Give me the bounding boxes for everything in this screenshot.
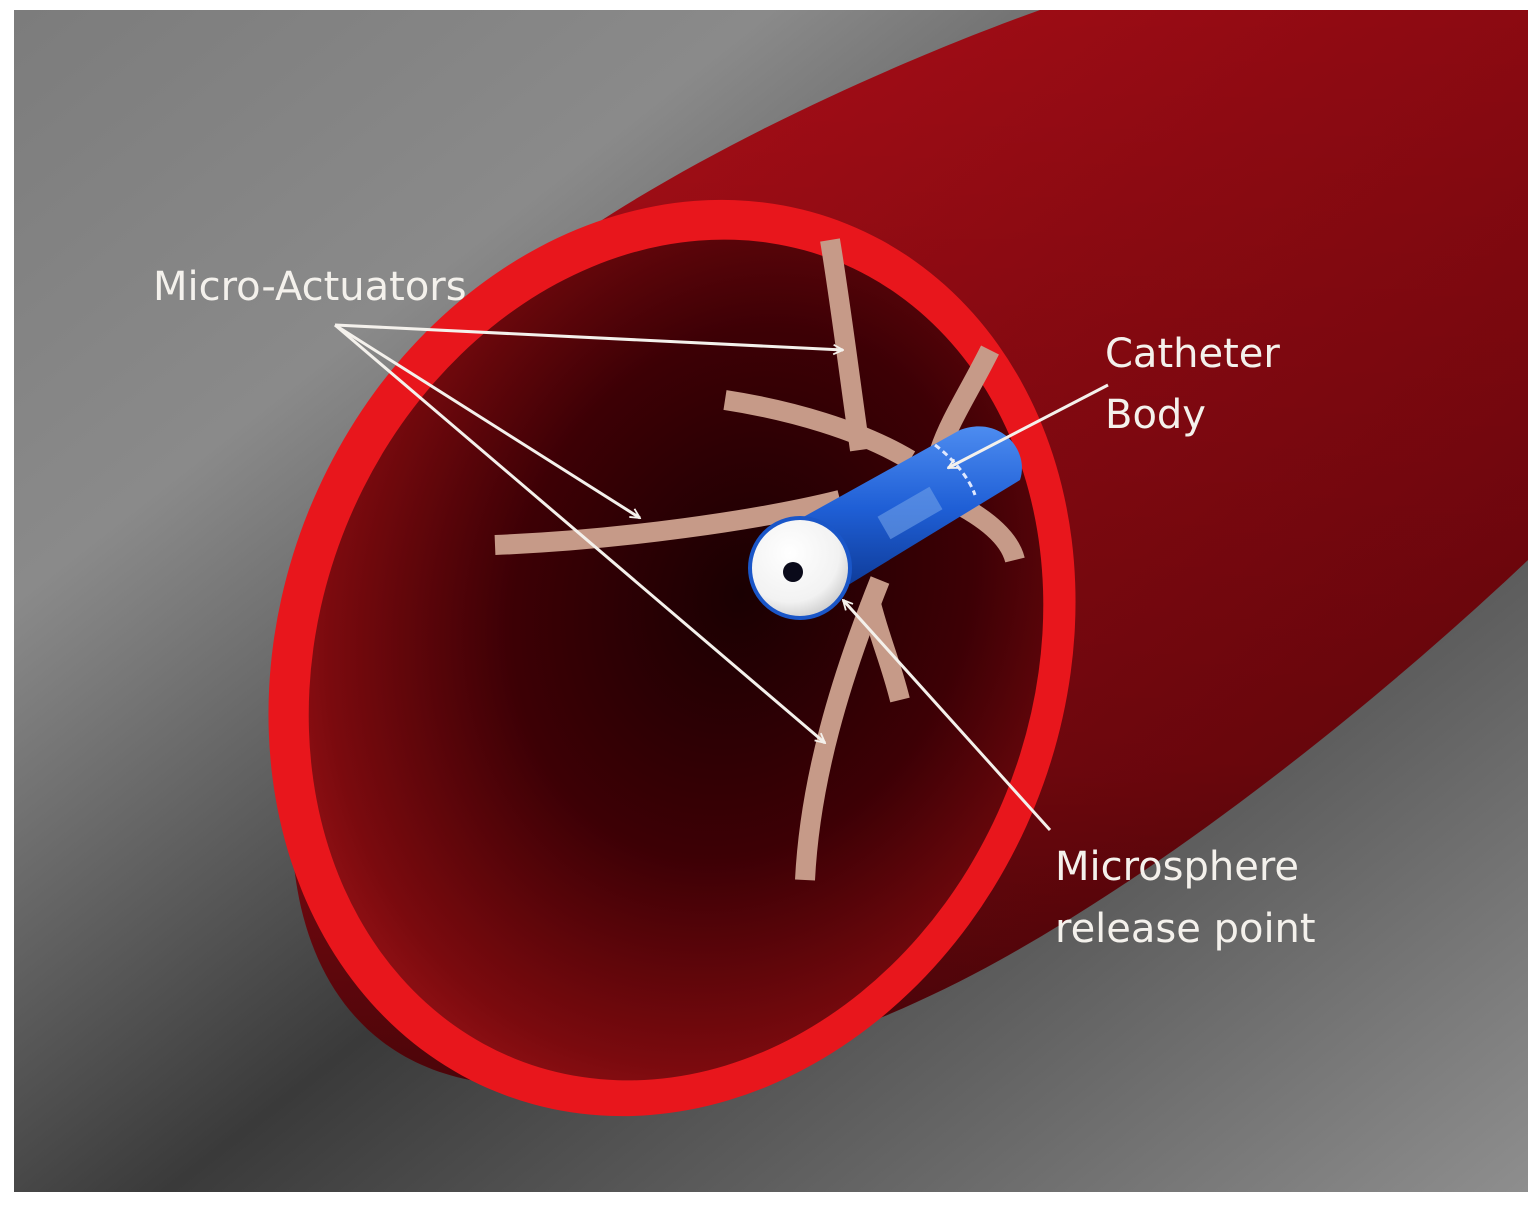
arrow-to-actuator-bottom bbox=[334, 323, 825, 743]
label-microsphere-line1: Microsphere bbox=[1055, 844, 1299, 890]
actuator-strand bbox=[860, 597, 910, 703]
callout-arrows bbox=[334, 323, 1109, 832]
labels: Micro-Actuators Catheter Body Microspher… bbox=[153, 264, 1316, 952]
arrow-to-actuator-left bbox=[334, 323, 640, 520]
arrow-to-release-point bbox=[843, 600, 1052, 832]
microsphere bbox=[748, 516, 852, 620]
label-microsphere-line2: release point bbox=[1055, 906, 1316, 952]
label-micro-actuators: Micro-Actuators bbox=[153, 264, 467, 310]
catheter-band bbox=[934, 443, 977, 496]
release-point-dot bbox=[783, 562, 803, 582]
arrow-to-catheter-body bbox=[948, 383, 1109, 470]
arrow-to-actuator-top bbox=[334, 323, 843, 350]
actuator-strand bbox=[494, 490, 843, 555]
label-catheter-line1: Catheter bbox=[1105, 331, 1280, 377]
label-catheter-line2: Body bbox=[1105, 392, 1206, 438]
actuator-strand bbox=[723, 390, 916, 469]
catheter-window bbox=[877, 486, 943, 540]
